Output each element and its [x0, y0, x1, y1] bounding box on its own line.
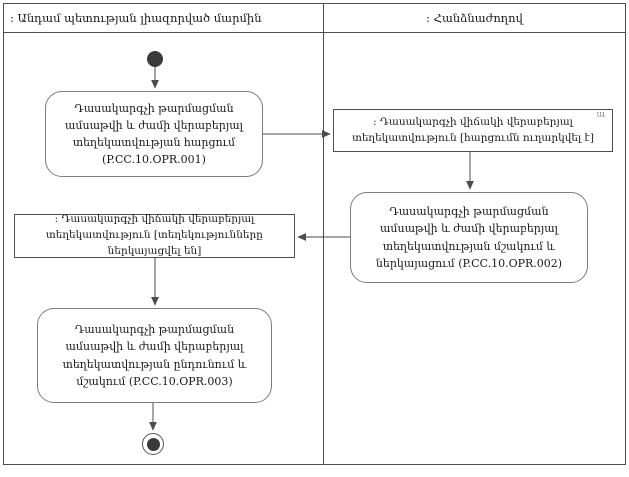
swimlane-header-commission: : Հանձնաժողով: [324, 4, 625, 33]
activity-node-opr003: Դասակարգչի թարմացման ամսաթվի և ժամի վերա…: [37, 308, 272, 403]
activity-node-opr003-label: Դասակարգչի թարմացման ամսաթվի և ժամի վերա…: [62, 323, 247, 388]
object-node-state-info-sent: : Դասակարգչի վիճակի վերաբերյալ տեղեկատվո…: [333, 109, 613, 152]
swimlane-header-member-state: : Անդամ պետության լիազորված մարմին: [4, 4, 324, 33]
swimlane-header-member-state-label: : Անդամ պետության լիազորված մարմին: [10, 11, 262, 25]
activity-node-opr002-label: Դասակարգչի թարմացման ամսաթվի և ժամի վերա…: [375, 205, 563, 270]
activity-node-opr002: Դասակարգչի թարմացման ամսաթվի և ժամի վերա…: [350, 192, 588, 283]
object-node-state-info-sent-label: : Դասակարգչի վիճակի վերաբերյալ տեղեկատվո…: [352, 115, 594, 144]
object-node-state-info-presented: : Դասակարգչի վիճակի վերաբերյալ տեղեկատվո…: [14, 213, 295, 258]
activity-node-opr001-label: Դասակարգչի թարմացման ամսաթվի և ժամի վերա…: [64, 101, 244, 167]
activity-final-node: [142, 433, 164, 455]
initial-node: [147, 51, 163, 67]
activity-final-node-dot: [146, 437, 160, 451]
diagram-frame: : Անդամ պետության լիազորված մարմին : Հան…: [3, 3, 626, 465]
activity-node-opr001: Դասակարգչի թարմացման ամսաթվի և ժամի վերա…: [45, 91, 263, 177]
object-node-corner-mark: ա: [596, 110, 605, 120]
object-node-state-info-presented-label: : Դասակարգչի վիճակի վերաբերյալ տեղեկատվո…: [46, 213, 263, 257]
swimlane-header-commission-label: : Հանձնաժողով: [426, 11, 523, 25]
swimlane-divider: [323, 33, 324, 464]
